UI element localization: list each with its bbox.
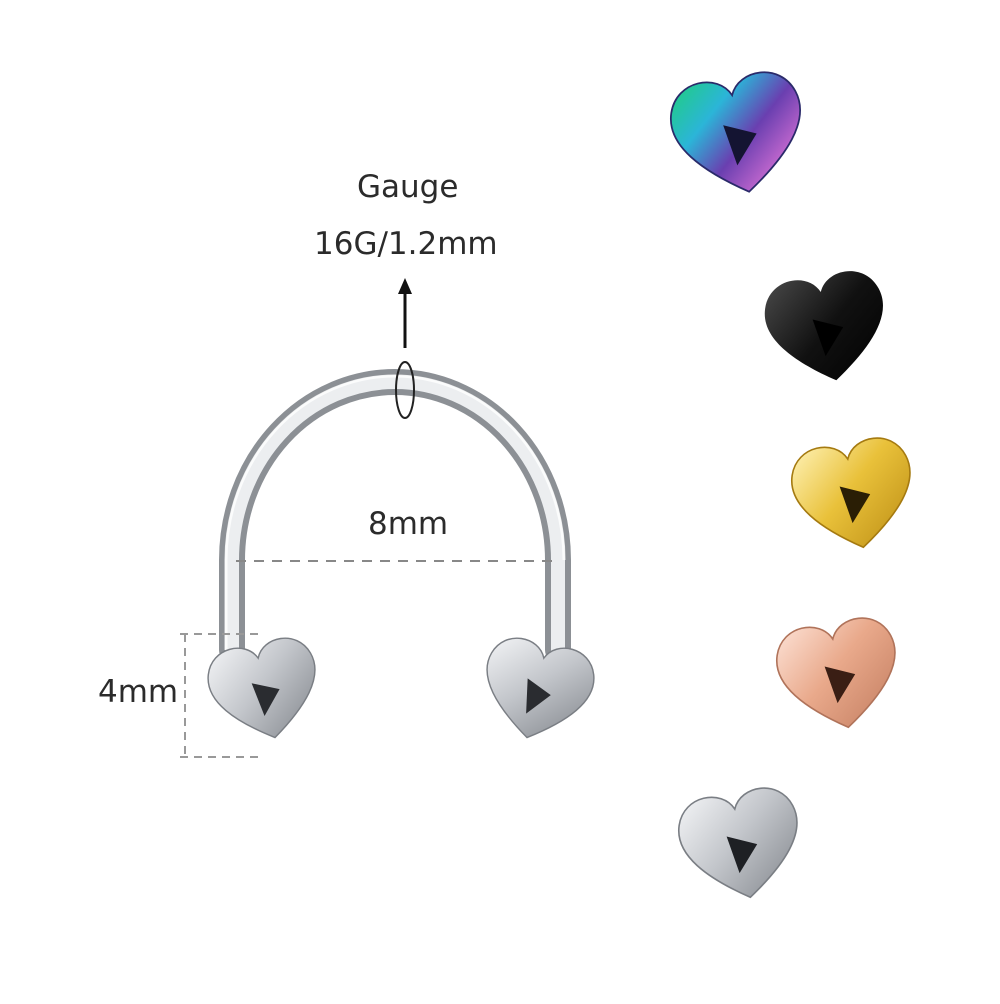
arrow-up-icon bbox=[398, 278, 412, 294]
gauge-marker bbox=[395, 278, 415, 419]
heart-right bbox=[473, 631, 601, 750]
diameter-label: 8mm bbox=[368, 506, 449, 542]
color-option-silver bbox=[672, 782, 810, 909]
gauge-title: Gauge bbox=[357, 169, 459, 205]
ball-size-bracket bbox=[180, 633, 262, 758]
ball-size-label: 4mm bbox=[98, 674, 179, 710]
gauge-value: 16G/1.2mm bbox=[314, 226, 498, 262]
color-option-rainbow bbox=[664, 65, 815, 204]
color-option-rose-gold bbox=[770, 612, 908, 739]
horseshoe-ring bbox=[219, 369, 571, 663]
color-option-gold bbox=[785, 432, 923, 559]
color-option-black bbox=[759, 265, 895, 391]
heart-left bbox=[201, 631, 329, 750]
